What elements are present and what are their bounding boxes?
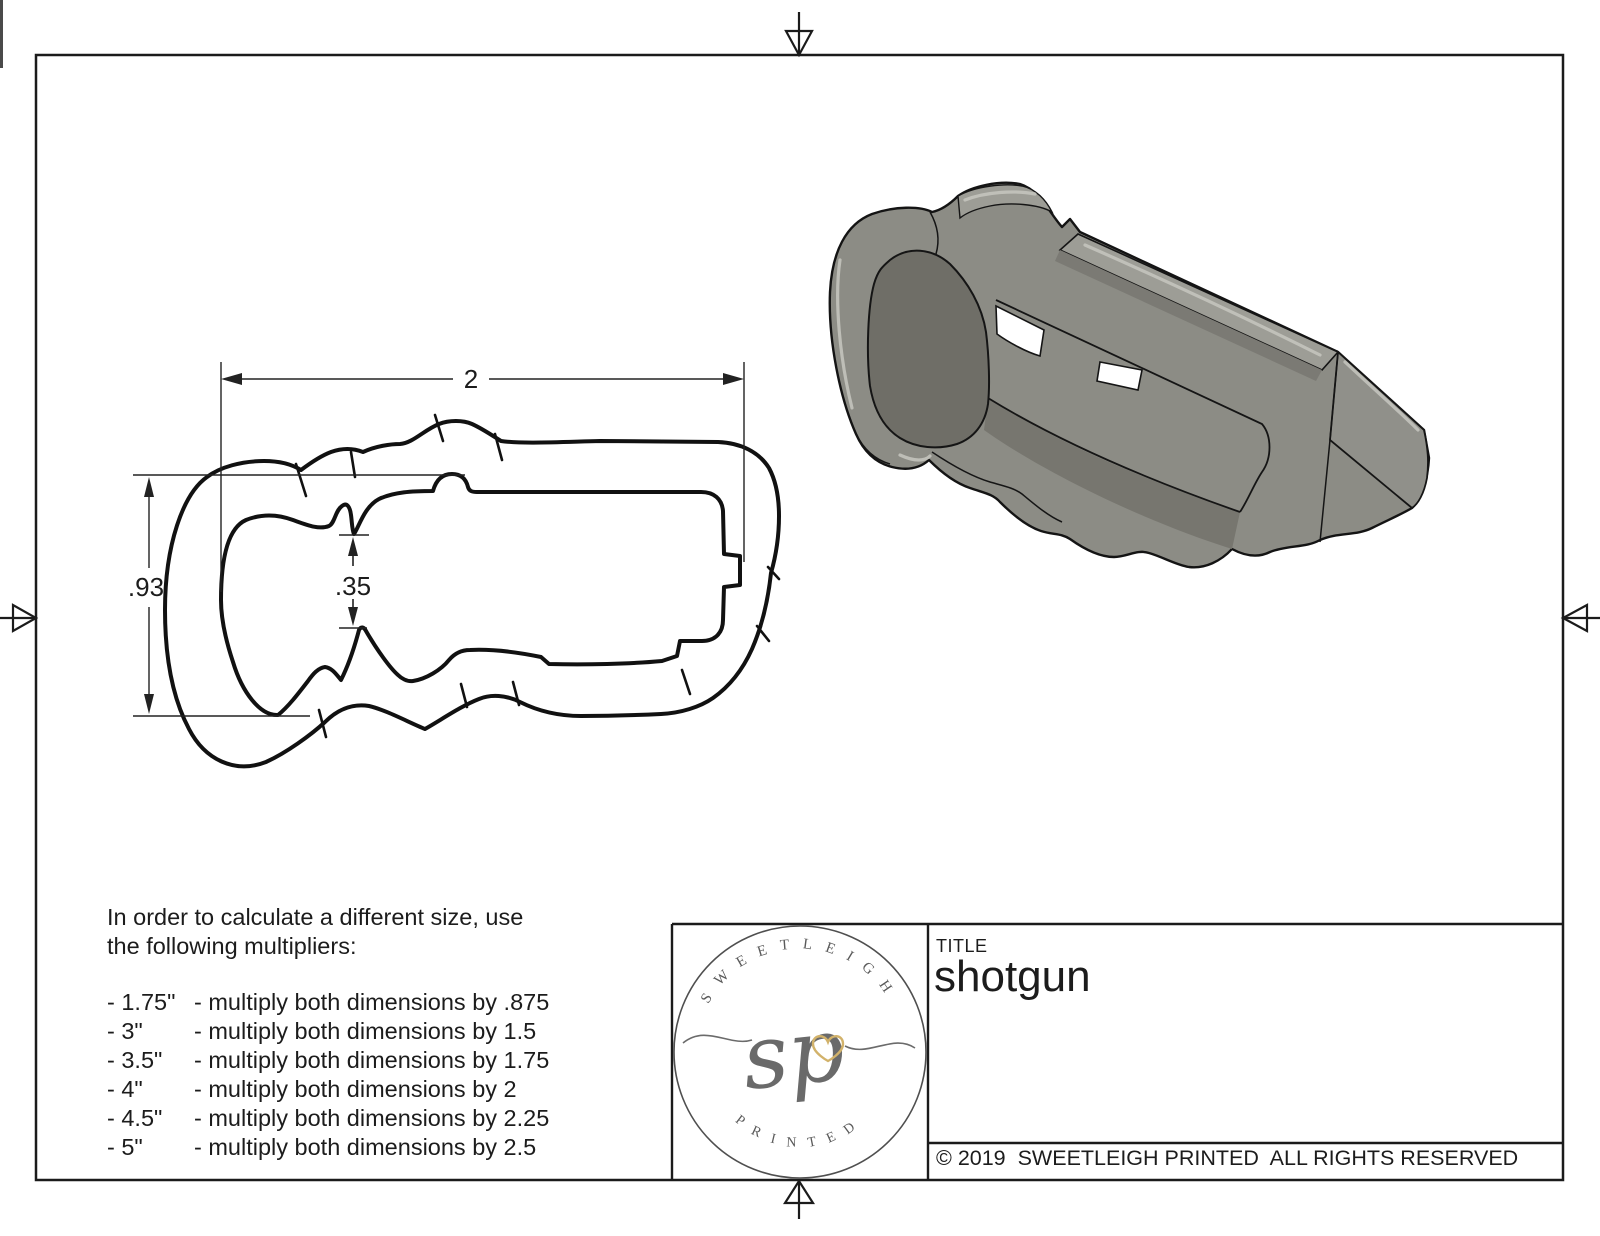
multiplier-rule: - multiply both dimensions by 2.5 (194, 1133, 537, 1160)
multiplier-size: - 5" (107, 1133, 143, 1160)
multiplier-size: - 4" (107, 1075, 143, 1102)
registration-marks (0, 12, 1600, 1219)
multiplier-size: - 4.5" (107, 1104, 163, 1131)
arrowhead-icon (144, 694, 154, 714)
render-hole (995, 304, 1045, 358)
registration-mark-bottom-icon (782, 1178, 816, 1219)
multiplier-row: - 3.5" - multiply both dimensions by 1.7… (107, 1046, 707, 1075)
title-block-label: TITLE (936, 936, 988, 956)
registration-mark-left-icon (0, 603, 39, 633)
dimension-detail (339, 534, 369, 629)
multiplier-rule: - multiply both dimensions by 2 (194, 1075, 517, 1102)
dim-detail-label: .35 (335, 571, 371, 601)
outline-tick-marks (294, 413, 781, 739)
render-inner-wall (984, 398, 1240, 549)
render-3d (828, 181, 1431, 569)
sizing-note: In order to calculate a different size, … (107, 903, 707, 1161)
dimension-height (133, 474, 465, 717)
dim-height-label: .93 (128, 572, 164, 602)
note-line-1: In order to calculate a different size, … (107, 904, 524, 930)
render-edge-lines (855, 211, 1339, 543)
heart-icon (811, 1035, 845, 1063)
cutter-inner-outline (219, 472, 742, 717)
arrowhead-icon (144, 477, 154, 497)
multiplier-row: - 5" - multiply both dimensions by 2.5 (107, 1133, 707, 1162)
registration-mark-top-icon (784, 12, 814, 58)
note-line-2: the following multipliers: (107, 933, 357, 959)
multiplier-size: - 1.75" (107, 989, 176, 1015)
drawing-2d: 2 .93 .35 (128, 362, 781, 769)
arrowhead-icon (348, 537, 358, 556)
dimension-width (220, 362, 745, 592)
logo-flourish-left (682, 1034, 753, 1044)
registration-mark-right-icon (1560, 603, 1600, 633)
multiplier-row: - 3" - multiply both dimensions by 1.5 (107, 1017, 707, 1046)
dim-width-label: 2 (464, 364, 478, 394)
scan-artifact (0, 0, 3, 68)
render-hole (1096, 361, 1143, 391)
copyright-text: © 2019 SWEETLEIGH PRINTED ALL RIGHTS RES… (936, 1146, 1519, 1170)
render-band-shadow (1055, 250, 1322, 381)
multiplier-rule: - multiply both dimensions by 1.5 (194, 1017, 537, 1044)
render-loop-opening (866, 249, 991, 449)
logo-monogram: sp (738, 997, 850, 1110)
arrowhead-icon (723, 373, 744, 385)
logo-circle (673, 925, 927, 1179)
multiplier-list: - 1.75" - multiply both dimensions by .8… (107, 988, 707, 1161)
cutter-outer-outline (163, 419, 781, 769)
render-right-face (1329, 350, 1429, 510)
page-title: shotgun (934, 952, 1091, 1001)
multiplier-rule: - multiply both dimensions by 2.25 (194, 1104, 550, 1131)
multiplier-rule: - multiply both dimensions by .875 (194, 989, 550, 1015)
arrowhead-icon (348, 607, 358, 626)
render-highlights (836, 190, 1420, 462)
arrowhead-icon (221, 373, 242, 385)
title-block-grid (670, 922, 1563, 1180)
multiplier-row: - 4.5" - multiply both dimensions by 2.2… (107, 1104, 707, 1133)
brand-logo: SWEETLEIGH PRINTED sp (673, 925, 927, 1179)
multiplier-row: - 4" - multiply both dimensions by 2 (107, 1075, 707, 1104)
multiplier-size: - 3.5" (107, 1046, 163, 1073)
multiplier-row: - 1.75" - multiply both dimensions by .8… (107, 988, 707, 1017)
sizing-note-intro: In order to calculate a different size, … (107, 903, 707, 961)
multiplier-rule: - multiply both dimensions by 1.75 (194, 1046, 550, 1073)
logo-flourish-right (844, 1042, 916, 1051)
multiplier-size: - 3" (107, 1017, 143, 1044)
